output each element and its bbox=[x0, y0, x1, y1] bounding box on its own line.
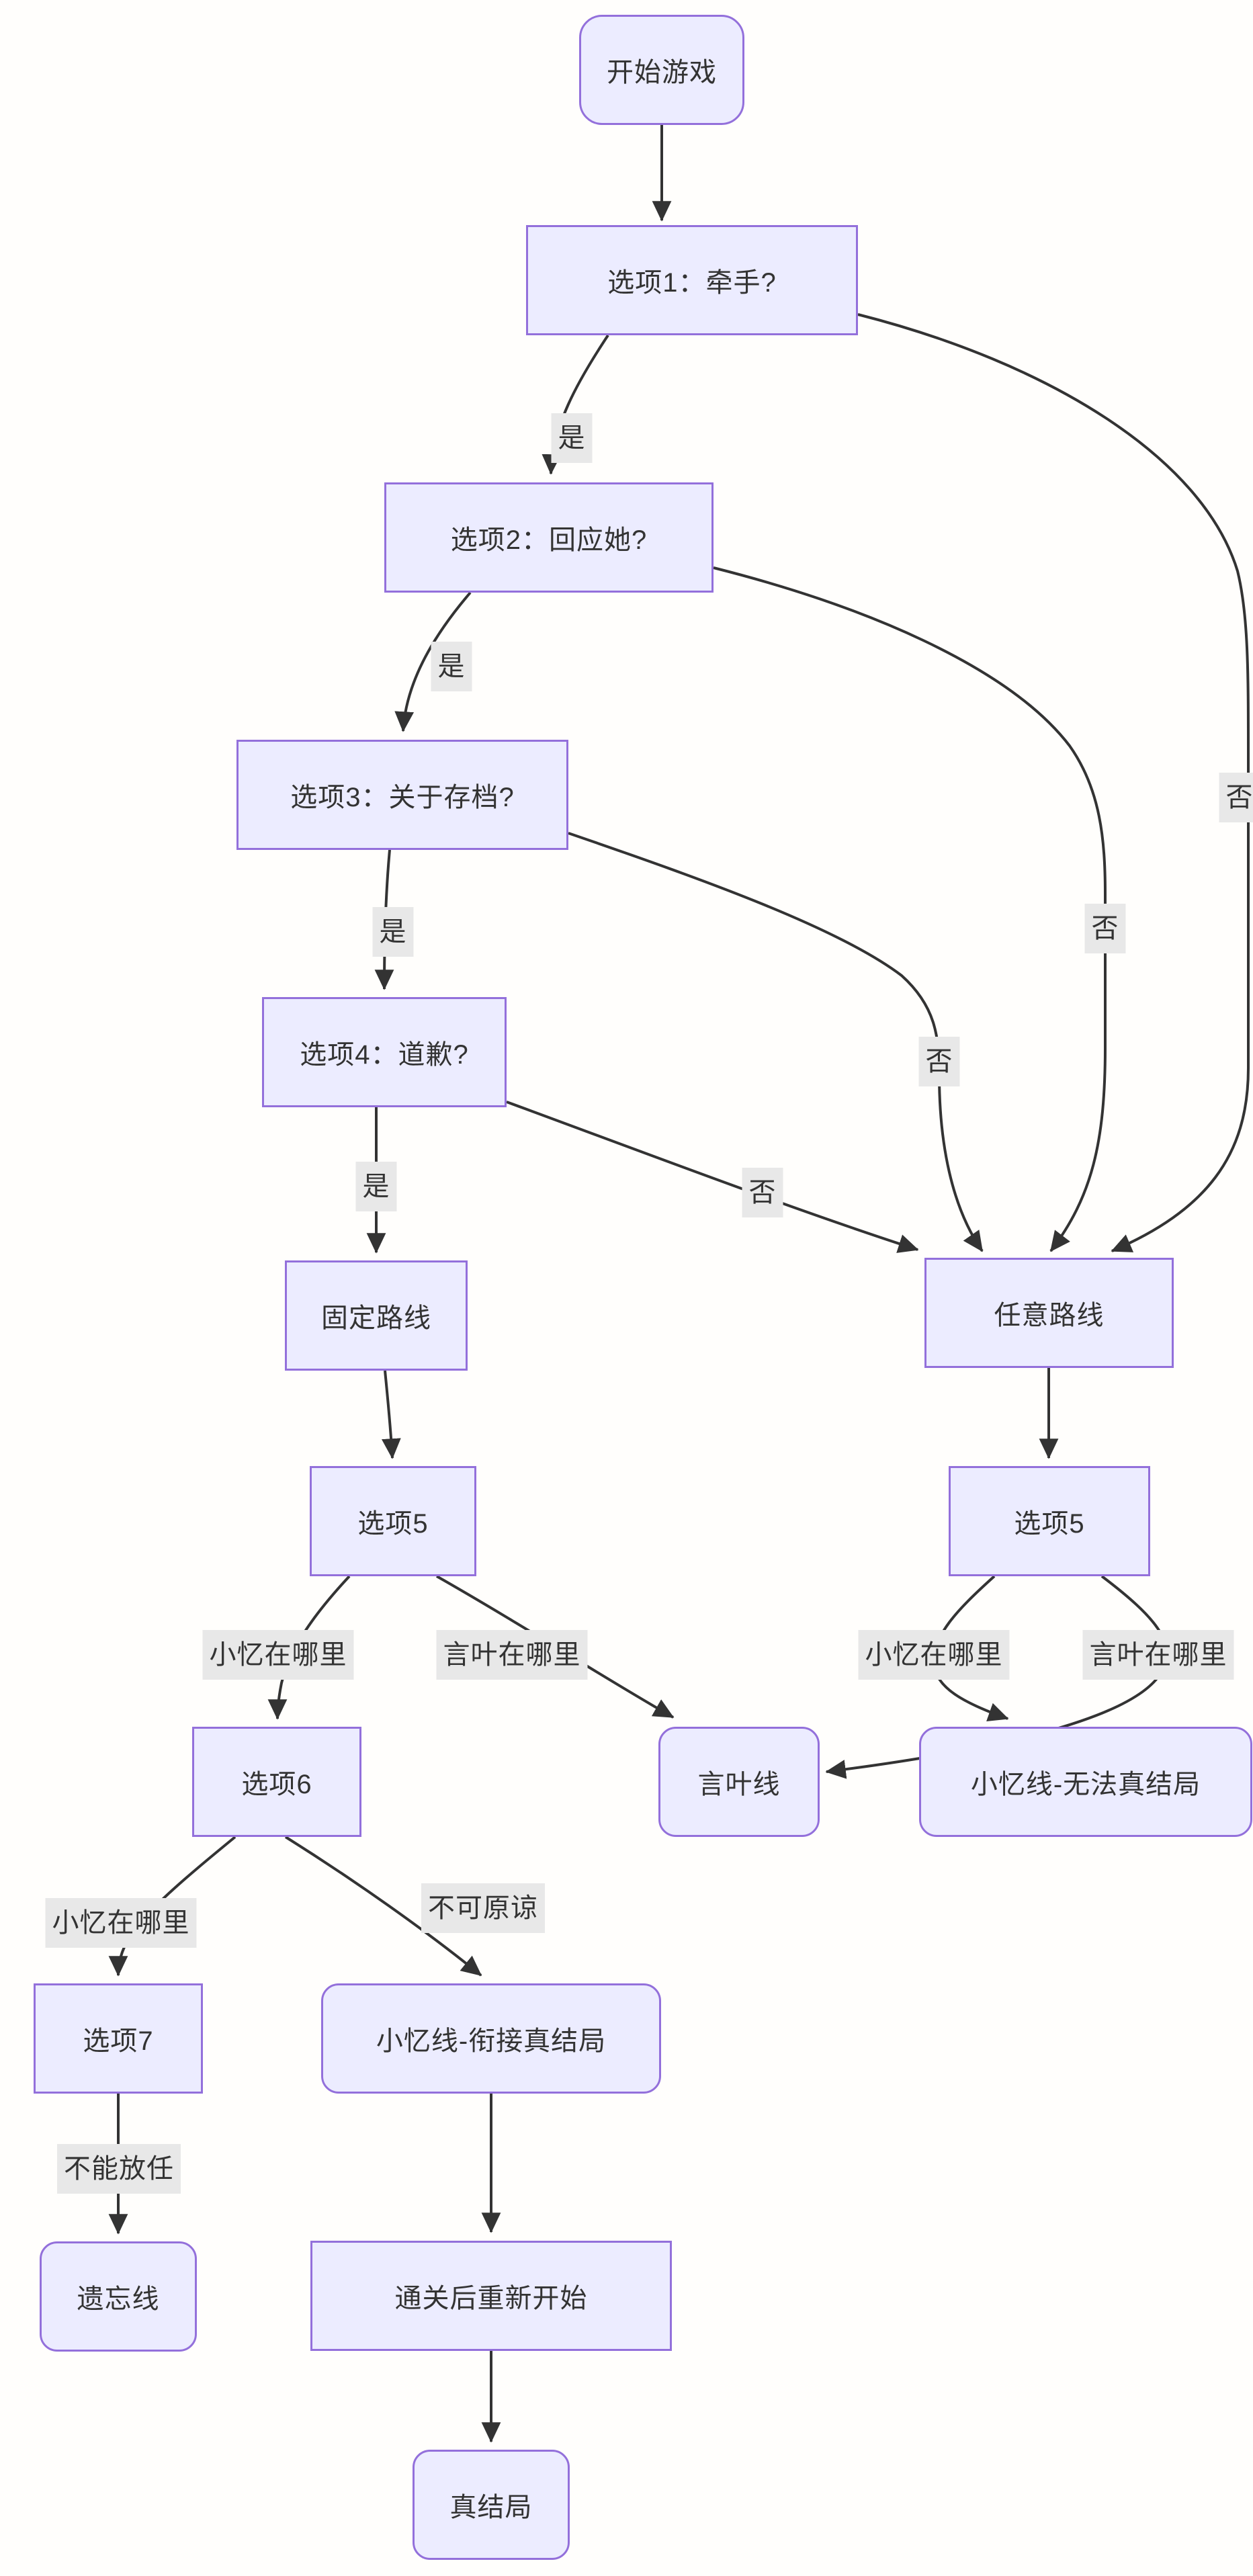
edge-q1-no-to-any-route bbox=[857, 313, 1250, 1252]
node-fixed-route: 固定路线 bbox=[285, 1260, 468, 1371]
edge-label-q5r-yanye: 言叶在哪里 bbox=[1082, 1630, 1234, 1680]
edge-q2-yes-to-q3 bbox=[394, 591, 472, 732]
node-option1: 选项1：牵手? bbox=[526, 225, 858, 335]
node-any-route: 任意路线 bbox=[924, 1258, 1174, 1368]
node-option3: 选项3：关于存档? bbox=[236, 740, 568, 850]
node-xiaoyi-no-true: 小忆线-无法真结局 bbox=[919, 1727, 1252, 1837]
edge-label-q1-yes: 是 bbox=[551, 413, 593, 463]
node-start-game: 开始游戏 bbox=[579, 15, 744, 125]
node-option5-right: 选项5 bbox=[949, 1466, 1150, 1576]
node-restart: 通关后重新开始 bbox=[310, 2241, 672, 2351]
edge-q6-to-xiaoyi-link-true bbox=[284, 1836, 482, 1977]
node-option5-left: 选项5 bbox=[310, 1466, 476, 1576]
edge-q4-no-to-any-route bbox=[506, 1101, 919, 1253]
edge-label-q4-yes: 是 bbox=[355, 1162, 397, 1211]
node-yanye-line: 言叶线 bbox=[658, 1727, 820, 1837]
edge-q3-no-to-any-route bbox=[568, 832, 984, 1252]
edge-fixed-route-to-q5-left bbox=[381, 1370, 401, 1459]
edge-label-q5r-xiaoyi: 小忆在哪里 bbox=[858, 1630, 1010, 1680]
edge-q2-no-to-any-route bbox=[713, 566, 1107, 1252]
edge-label-q5l-yanye: 言叶在哪里 bbox=[436, 1630, 588, 1680]
node-true-end: 真结局 bbox=[413, 2450, 570, 2560]
node-xiaoyi-link-true: 小忆线-衔接真结局 bbox=[321, 1983, 661, 2094]
edge-label-q4-no: 否 bbox=[742, 1168, 783, 1217]
node-option4: 选项4：道歉? bbox=[262, 997, 507, 1107]
node-option7: 选项7 bbox=[34, 1983, 203, 2094]
edge-label-q2-yes: 是 bbox=[431, 642, 472, 691]
edge-label-q6-unforgive: 不可原谅 bbox=[421, 1883, 545, 1933]
edge-label-q3-yes: 是 bbox=[372, 907, 414, 957]
edge-label-q6-xiaoyi: 小忆在哪里 bbox=[45, 1898, 197, 1948]
edge-label-q7-no-letgo: 不能放任 bbox=[57, 2144, 181, 2194]
edge-label-q5l-xiaoyi: 小忆在哪里 bbox=[202, 1630, 354, 1680]
node-option6: 选项6 bbox=[192, 1727, 361, 1837]
node-option2: 选项2：回应她? bbox=[384, 482, 714, 593]
node-forget-line: 遗忘线 bbox=[40, 2241, 197, 2352]
edge-label-q3-no: 否 bbox=[918, 1037, 960, 1086]
edge-label-q2-no: 否 bbox=[1084, 904, 1126, 953]
edge-label-q1-no: 否 bbox=[1219, 773, 1253, 822]
